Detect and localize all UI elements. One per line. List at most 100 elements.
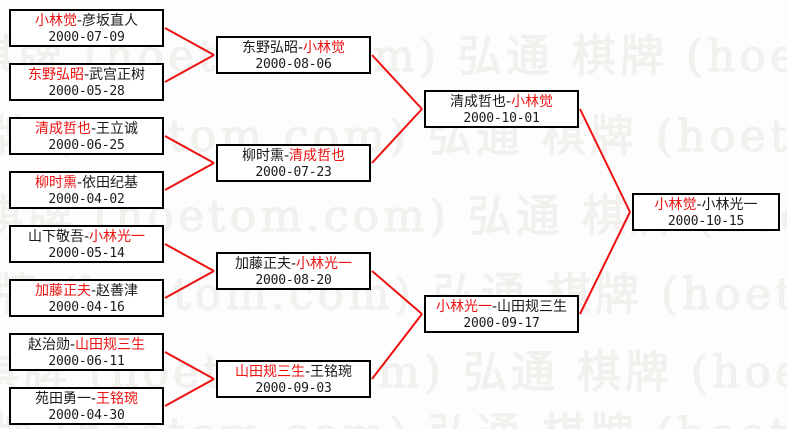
connector-line	[371, 54, 423, 110]
match-players: 东野弘昭-小林觉	[218, 40, 369, 57]
match-players: 小林觉-彦坂直人	[11, 13, 162, 30]
player-separator: -	[90, 283, 97, 299]
match-players: 加藤正夫-赵善津	[11, 283, 162, 300]
match-players: 山下敬吾-小林光一	[11, 229, 162, 246]
match-date: 2000-05-28	[48, 83, 125, 99]
player-separator: -	[90, 121, 97, 137]
player-winner: 柳时熏	[34, 175, 77, 191]
match-players: 小林觉-小林光一	[634, 197, 778, 214]
connector-line	[164, 135, 215, 164]
match-players: 加藤正夫-小林光一	[218, 256, 369, 273]
match-date: 2000-06-11	[48, 353, 125, 369]
player-winner: 小林觉	[654, 197, 697, 213]
player-loser: 王立诚	[96, 121, 139, 137]
player-winner: 王铭琬	[96, 391, 139, 407]
connector-line	[164, 351, 215, 380]
player-separator: -	[76, 175, 83, 191]
match-date: 2000-10-01	[463, 110, 540, 126]
connector-line	[164, 270, 215, 299]
player-winner: 山田规三生	[234, 364, 305, 380]
player-loser: 苑田勇一	[34, 391, 91, 407]
match-players: 清成哲也-小林觉	[426, 94, 577, 111]
player-separator: -	[290, 256, 297, 272]
player-separator: -	[69, 337, 76, 353]
player-loser: 柳时熏	[241, 148, 284, 164]
match-players: 东野弘昭-武宫正树	[11, 67, 162, 84]
player-loser: 清成哲也	[449, 94, 506, 110]
connector-line	[579, 211, 631, 315]
match-players: 小林光一-山田规三生	[426, 299, 577, 316]
player-winner: 加藤正夫	[34, 283, 91, 299]
match-date: 2000-09-03	[255, 380, 332, 396]
player-loser: 小林光一	[701, 197, 758, 213]
match-date: 2000-04-16	[48, 299, 125, 315]
match-date: 2000-04-30	[48, 407, 125, 423]
connector-line	[164, 162, 215, 191]
player-loser: 王铭琬	[310, 364, 353, 380]
connector-line	[371, 270, 423, 315]
player-separator: -	[297, 40, 304, 56]
match-players: 山田规三生-王铭琬	[218, 364, 369, 381]
match-date: 2000-05-14	[48, 245, 125, 261]
player-separator: -	[283, 148, 290, 164]
player-loser: 依田纪基	[82, 175, 139, 191]
player-separator: -	[76, 13, 83, 29]
player-loser: 山田规三生	[497, 299, 568, 315]
match-players: 柳时熏-清成哲也	[218, 148, 369, 165]
match-players: 赵治勋-山田规三生	[11, 337, 162, 354]
player-loser: 山下敬吾	[27, 229, 84, 245]
connector-line	[164, 378, 215, 407]
connector-line	[164, 243, 215, 272]
player-separator: -	[505, 94, 512, 110]
match-players: 清成哲也-王立诚	[11, 121, 162, 138]
player-winner: 山田规三生	[75, 337, 146, 353]
player-winner: 小林光一	[89, 229, 146, 245]
player-loser: 东野弘昭	[241, 40, 298, 56]
connector-line	[371, 313, 423, 380]
match-date: 2000-08-06	[255, 56, 332, 72]
match-date: 2000-04-02	[48, 191, 125, 207]
player-loser: 武宫正树	[89, 67, 146, 83]
player-winner: 清成哲也	[289, 148, 346, 164]
player-separator: -	[491, 299, 498, 315]
player-winner: 东野弘昭	[27, 67, 84, 83]
match-date: 2000-07-09	[48, 29, 125, 45]
player-loser: 赵善津	[96, 283, 139, 299]
player-loser: 赵治勋	[27, 337, 70, 353]
match-date: 2000-06-25	[48, 137, 125, 153]
player-winner: 小林光一	[296, 256, 353, 272]
match-date: 2000-08-20	[255, 272, 332, 288]
player-separator: -	[304, 364, 311, 380]
player-winner: 小林光一	[435, 299, 492, 315]
match-date: 2000-10-15	[667, 213, 745, 229]
player-separator: -	[696, 197, 702, 213]
player-winner: 小林觉	[303, 40, 346, 56]
match-date: 2000-09-17	[463, 315, 540, 331]
player-winner: 小林觉	[34, 13, 77, 29]
player-loser: 加藤正夫	[234, 256, 291, 272]
player-separator: -	[83, 67, 90, 83]
connector-line	[164, 27, 215, 56]
player-separator: -	[90, 391, 97, 407]
match-players: 柳时熏-依田纪基	[11, 175, 162, 192]
player-winner: 小林觉	[511, 94, 554, 110]
connector-line	[579, 108, 631, 213]
connector-line	[164, 54, 215, 83]
player-loser: 彦坂直人	[82, 13, 139, 29]
